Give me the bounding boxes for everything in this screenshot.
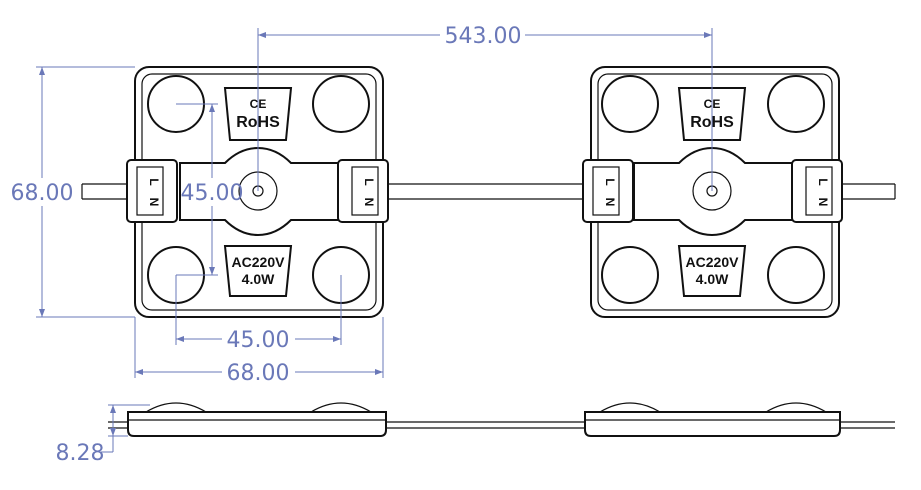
led-module-2: CE RoHS AC220V 4.0W L N L N [582,66,843,318]
voltage-label: AC220V [232,254,286,270]
led-lens [767,246,825,304]
rating-plate [677,245,747,297]
power-label: 4.0W [696,271,729,287]
dimension-led-spacing-vertical: 45.00 [176,103,244,276]
power-label: 4.0W [242,271,275,287]
side-led-dome [765,402,827,413]
dimension-pitch: 543.00 [257,24,713,191]
wire-label-l: L [816,178,830,185]
side-module-1 [127,402,387,437]
dimension-led-spacing-horizontal-value: 45.00 [227,328,290,353]
connector-left [582,159,634,223]
wire-label-n: N [603,198,617,207]
dimension-led-spacing-horizontal: 45.00 [175,275,342,353]
side-view [108,402,895,437]
side-led-dome [145,402,207,413]
wire-label-l: L [603,178,617,185]
led-lens [312,75,370,133]
wire-label-l: L [362,178,376,185]
connector-right [337,159,389,223]
dimension-thickness: 8.28 [56,404,150,466]
dimension-thickness-value: 8.28 [56,441,105,466]
led-lens [767,75,825,133]
connector-right [791,159,843,223]
rating-plate [223,245,293,297]
voltage-label: AC220V [686,254,740,270]
led-lens [601,246,659,304]
side-led-dome [310,402,372,413]
side-led-dome [599,402,661,413]
led-module-1: CE RoHS AC220V 4.0W L N L N [126,66,389,318]
wire-label-n: N [147,198,161,207]
dimension-module-height-value: 68.00 [11,181,74,206]
dimension-pitch-value: 543.00 [445,24,522,49]
side-module-2 [584,402,841,437]
wire-label-n: N [816,198,830,207]
wire-label-n: N [362,198,376,207]
wire-label-l: L [147,178,161,185]
dimension-module-width-value: 68.00 [227,361,290,386]
led-lens [601,75,659,133]
dimension-module-width: 68.00 [134,317,384,386]
dimension-led-spacing-vertical-value: 45.00 [181,181,244,206]
dimension-module-height: 68.00 [11,66,135,318]
connector-left [126,159,178,223]
